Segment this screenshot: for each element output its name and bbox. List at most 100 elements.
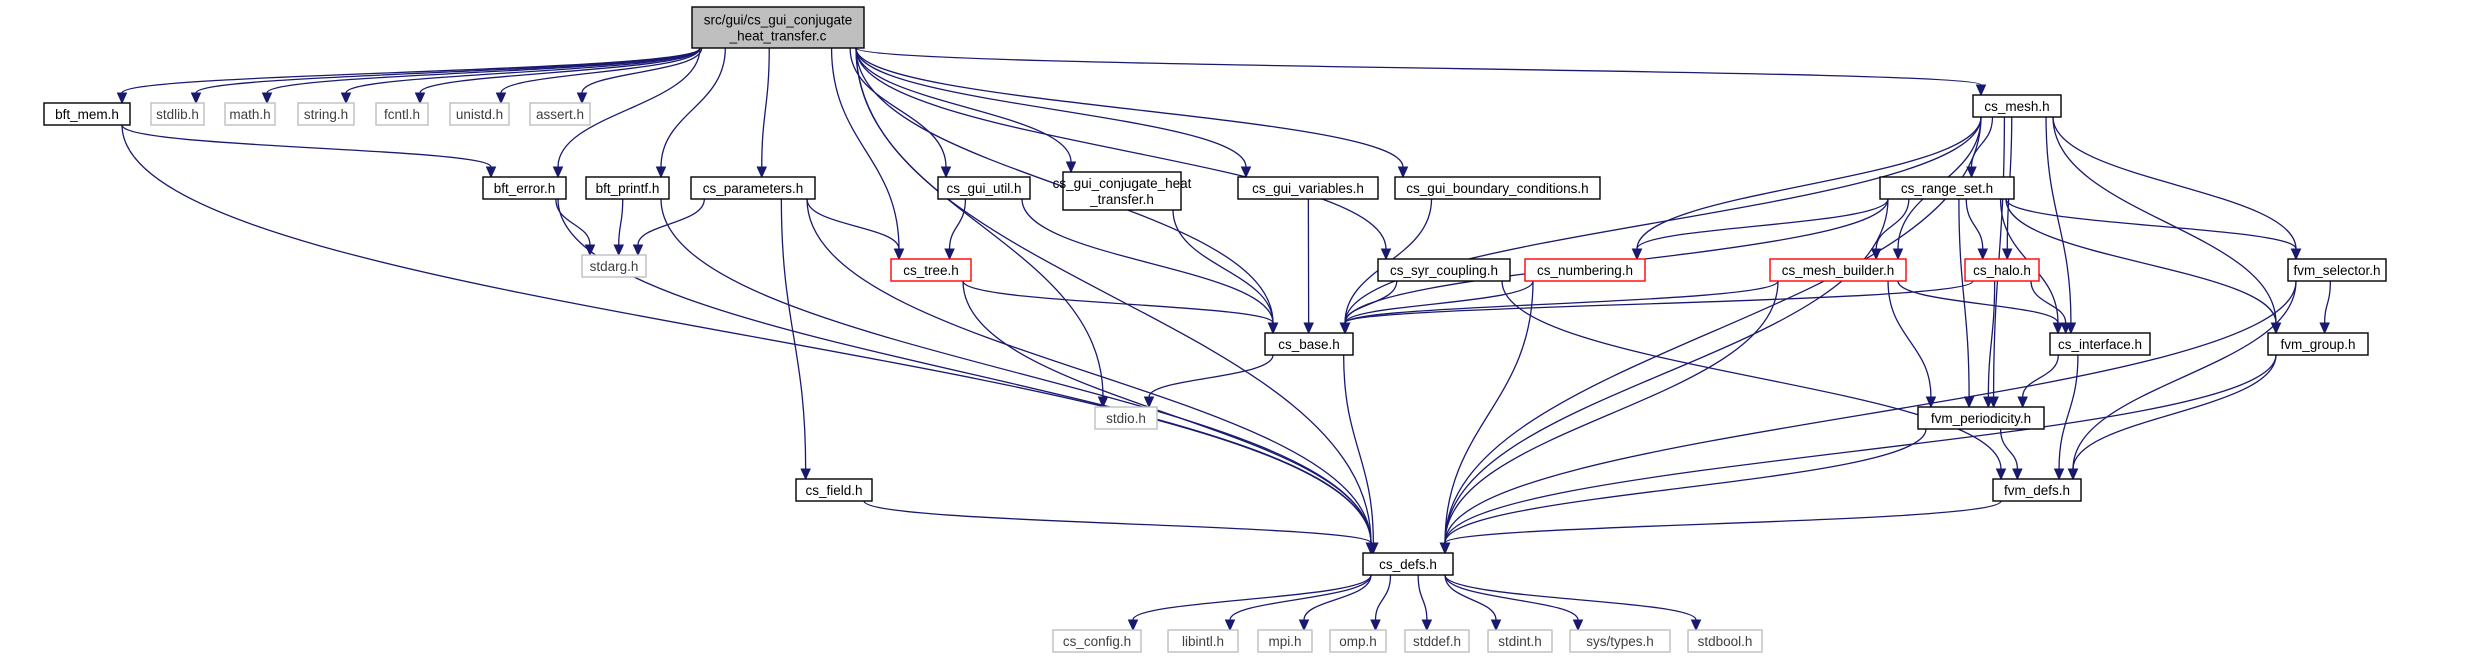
node-bft-printf-h[interactable]: bft_printf.h [585, 176, 670, 200]
node-label: math.h [229, 107, 270, 122]
edge-line [948, 198, 967, 250]
node-box [581, 254, 647, 278]
edge-cs-syr-coupling-to-fvm-defs [1501, 280, 2007, 481]
node-cs-interface-h[interactable]: cs_interface.h [2049, 332, 2151, 356]
edge-cs-field-to-cs-defs [863, 500, 1377, 555]
node-cs-gui-conjugate-heat-transfer-h[interactable]: cs_gui_conjugate_heat_transfer.h [1053, 171, 1192, 211]
node-box [1524, 258, 1646, 282]
node-cs-mesh-h[interactable]: cs_mesh.h [1972, 94, 2062, 118]
node-cs-syr-coupling-h[interactable]: cs_syr_coupling.h [1377, 258, 1511, 282]
arrow-head-icon [1339, 322, 1351, 335]
node-fvm-defs-h[interactable]: fvm_defs.h [1992, 478, 2082, 502]
arrow-head-icon [1240, 166, 1252, 179]
node-bft-error-h[interactable]: bft_error.h [482, 176, 567, 200]
node-label: stdlib.h [156, 107, 199, 122]
arrow-head-icon [756, 166, 768, 179]
edge-line [195, 47, 701, 94]
edge-root-to-string [340, 47, 701, 105]
node-fcntl-h: fcntl.h [375, 102, 429, 126]
edge-cs-base-to-cs-defs [1343, 354, 1379, 555]
edge-line [1636, 116, 1982, 250]
edge-line [806, 198, 900, 250]
arrow-head-icon [1572, 619, 1584, 632]
node-label: cs_config.h [1063, 634, 1131, 649]
node-fvm-periodicity-h[interactable]: fvm_periodicity.h [1917, 406, 2045, 430]
node-cs-field-h[interactable]: cs_field.h [795, 478, 873, 502]
node-cs-defs-h[interactable]: cs_defs.h [1362, 552, 1454, 576]
arrow-head-icon [1380, 248, 1392, 261]
edge-line [2324, 280, 2331, 324]
edge-line [780, 198, 807, 470]
node-fvm-selector-h[interactable]: fvm_selector.h [2287, 258, 2387, 282]
edge-root-to-math [261, 47, 701, 105]
node-cs-range-set-h[interactable]: cs_range_set.h [1879, 176, 2015, 200]
edge-line [1417, 574, 1428, 621]
edge-line [855, 47, 1982, 86]
node-stdio-h: stdio.h [1094, 406, 1158, 430]
edge-fvm-defs-to-cs-defs [1439, 500, 2002, 555]
node-label: _heat_transfer.c [729, 29, 827, 44]
node-cs-tree-h[interactable]: cs_tree.h [890, 258, 972, 282]
edge-cs-mesh-to-cs-interface [2045, 116, 2077, 335]
node-box [937, 176, 1031, 200]
node-cs-halo-h[interactable]: cs_halo.h [1964, 258, 2040, 282]
node-box [224, 102, 276, 126]
arrow-head-icon [1963, 396, 1975, 409]
node-libintl-h: libintl.h [1167, 629, 1239, 653]
node-assert-h: assert.h [529, 102, 591, 126]
node-box [449, 102, 510, 126]
arrow-head-icon [2290, 248, 2302, 261]
edge-cs-mesh-builder-to-cs-defs [1439, 280, 1779, 555]
edge-cs-tree-to-cs-defs [962, 280, 1377, 555]
arrow-head-icon [1977, 248, 1989, 261]
arrow-head-icon [1690, 619, 1702, 632]
node-label: _transfer.h [1089, 192, 1154, 207]
node-cs-base-h[interactable]: cs_base.h [1264, 332, 1354, 356]
node-bft-mem-h[interactable]: bft_mem.h [43, 102, 131, 126]
node-omp-h: omp.h [1329, 629, 1387, 653]
node-cs-gui-util-h[interactable]: cs_gui_util.h [937, 176, 1031, 200]
node-fvm-group-h[interactable]: fvm_group.h [2267, 332, 2369, 356]
edge-cs-defs-to-cs-config [1127, 574, 1372, 632]
arrow-head-icon [1397, 166, 1409, 179]
edge-cs-mesh-to-cs-base [1339, 116, 1982, 335]
edge-line [855, 47, 1072, 163]
node-label: cs_interface.h [2058, 337, 2142, 352]
edge-cs-gui-cht-to-cs-base [1172, 209, 1279, 335]
node-label: cs_range_set.h [1901, 181, 1993, 196]
edge-line [2052, 116, 2297, 250]
edge-cs-range-set-to-fvm-selector [2005, 198, 2302, 261]
edge-fvm-periodicity-to-fvm-defs [1999, 428, 2023, 481]
node-label: stdint.h [1498, 634, 1542, 649]
arrow-head-icon [1421, 619, 1433, 632]
node-cs-mesh-builder-h[interactable]: cs_mesh_builder.h [1769, 258, 1907, 282]
node-box [1377, 258, 1511, 282]
edge-cs-numbering-to-cs-base [1339, 280, 1534, 335]
node-src-gui-cs-gui-conjugate-heat-transfer-c[interactable]: src/gui/cs_gui_conjugate_heat_transfer.c [691, 6, 865, 49]
node-box [1362, 552, 1454, 576]
node-sys-types-h: sys/types.h [1569, 629, 1671, 653]
edge-line [2045, 116, 2072, 324]
node-box [1487, 629, 1553, 653]
node-cs-gui-variables-h[interactable]: cs_gui_variables.h [1237, 176, 1379, 200]
edge-line [806, 198, 1372, 544]
node-string-h: string.h [297, 102, 355, 126]
arrow-head-icon [1490, 619, 1502, 632]
node-cs-parameters-h[interactable]: cs_parameters.h [690, 176, 816, 200]
node-box [795, 478, 873, 502]
node-label: assert.h [536, 107, 584, 122]
node-box [1094, 406, 1158, 430]
node-label: fvm_group.h [2280, 337, 2355, 352]
node-mpi-h: mpi.h [1257, 629, 1313, 653]
arrow-head-icon [1966, 166, 1977, 179]
node-stdarg-h: stdarg.h [581, 254, 647, 278]
edge-line [1132, 574, 1372, 621]
node-label: cs_mesh_builder.h [1782, 263, 1895, 278]
node-cs-gui-boundary-conditions-h[interactable]: cs_gui_boundary_conditions.h [1394, 176, 1601, 200]
edge-root-to-bft-error [552, 47, 701, 179]
node-box [482, 176, 567, 200]
node-cs-numbering-h[interactable]: cs_numbering.h [1524, 258, 1646, 282]
node-box [529, 102, 591, 126]
edge-line [555, 198, 591, 246]
node-label: cs_parameters.h [703, 181, 804, 196]
